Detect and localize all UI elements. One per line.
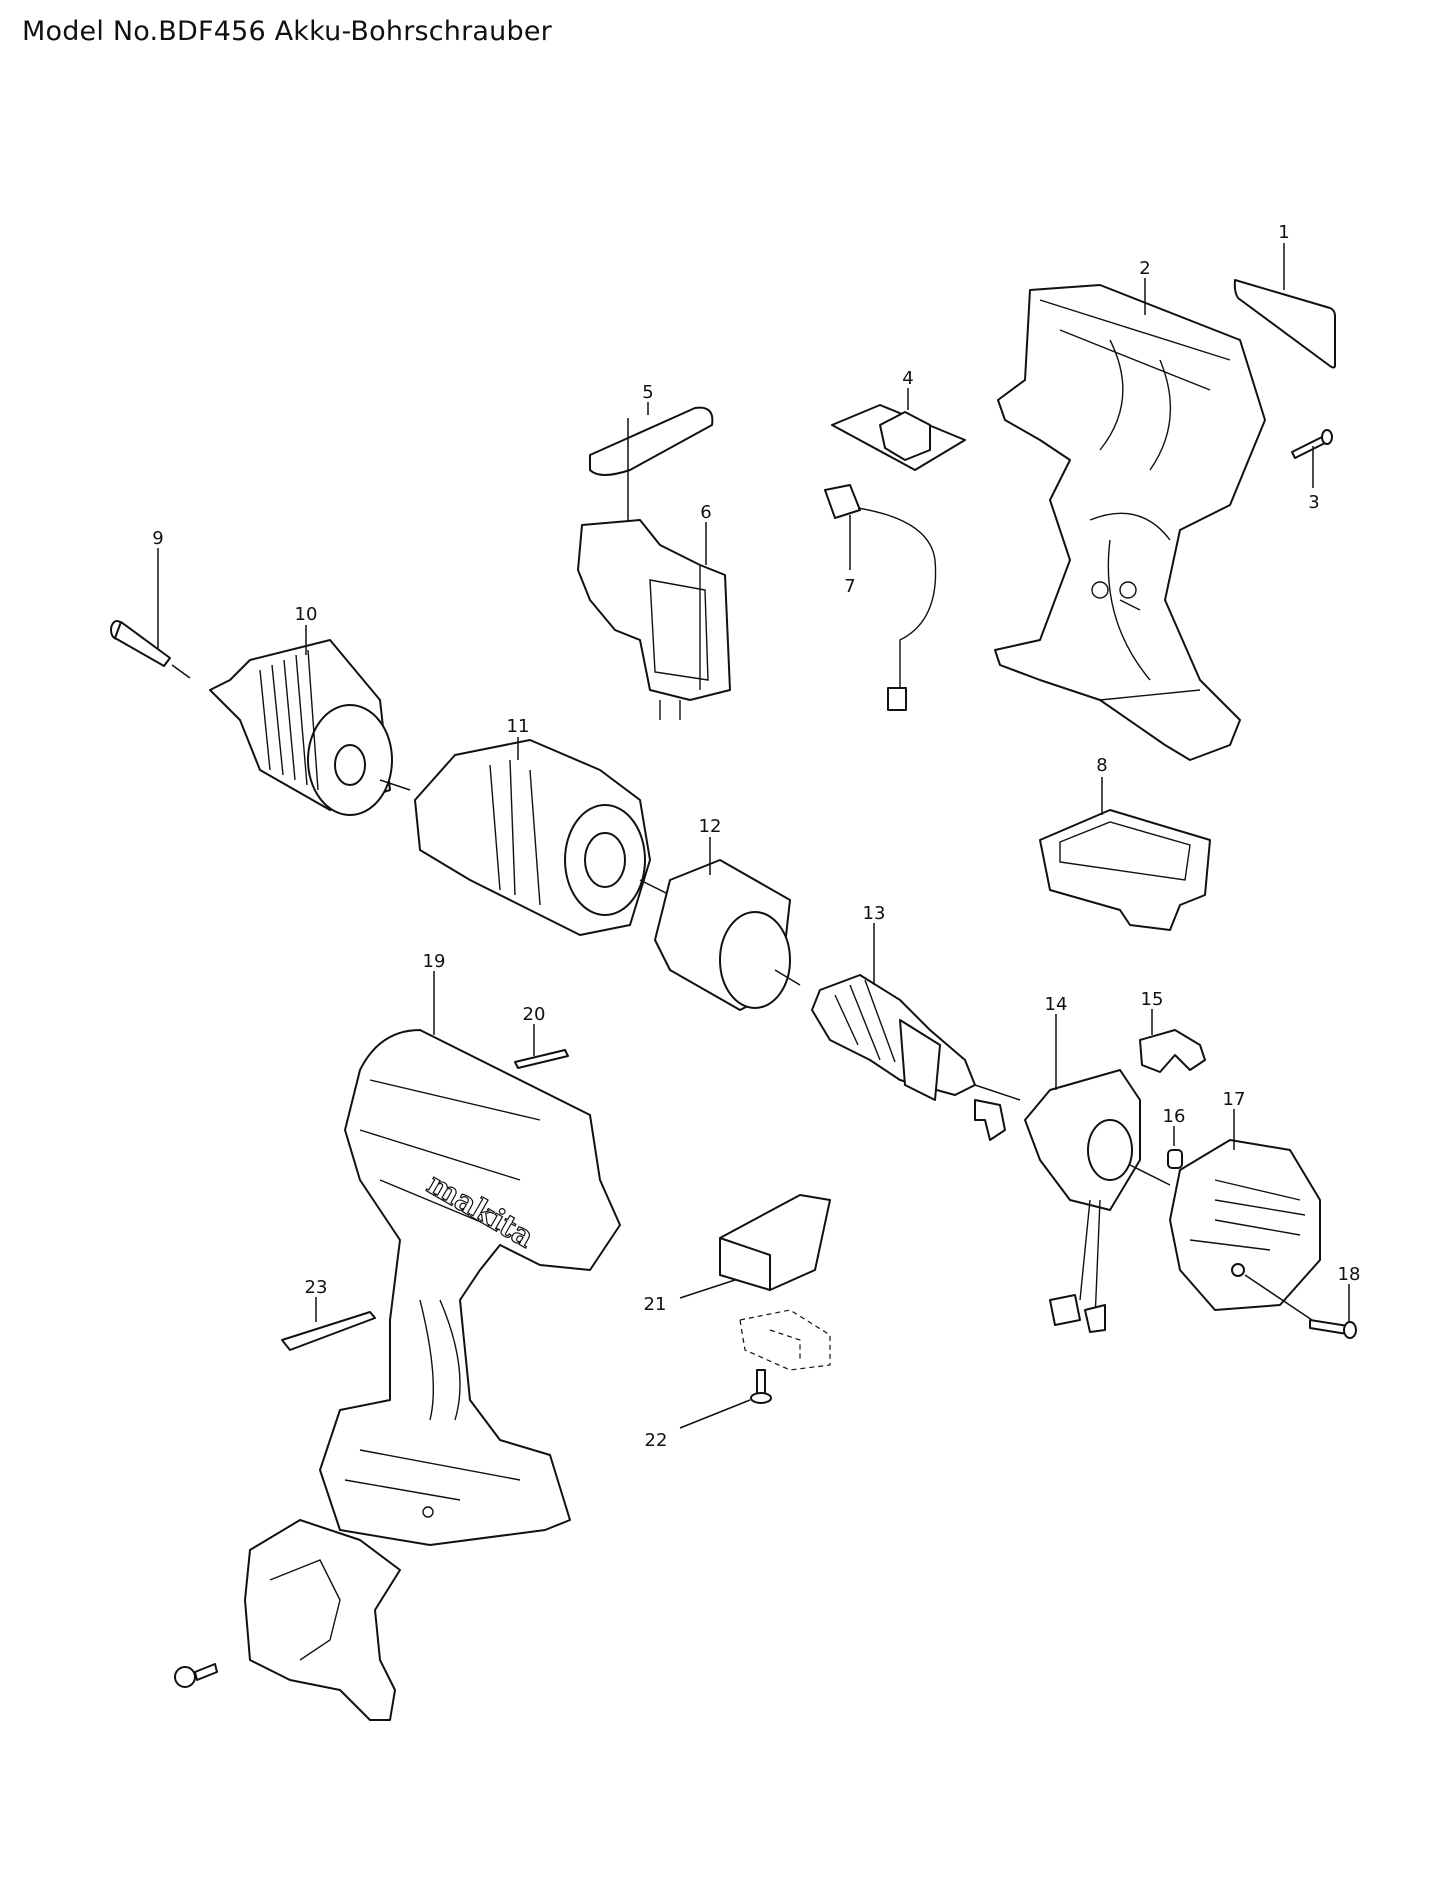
callout-4: 4 [902,368,913,389]
part-23-label[interactable] [281,1297,376,1351]
callout-19: 19 [423,951,446,972]
part-12-yoke[interactable] [654,837,801,1011]
callout-21: 21 [644,1294,667,1315]
part-19-housing[interactable]: makita [319,971,621,1546]
part-18-screw[interactable] [1244,1274,1357,1339]
callout-9: 9 [152,528,163,549]
part-6-switch[interactable] [577,519,731,720]
part-20-plate[interactable] [514,1024,569,1069]
callout-10: 10 [295,604,318,625]
page-title: Model No.BDF456 Akku-Bohrschrauber [22,16,552,47]
callout-22: 22 [645,1430,668,1451]
part-9-screw[interactable] [110,548,191,679]
part-2-housing-set[interactable] [994,278,1266,761]
part-4-switch-lever[interactable] [831,388,966,471]
callout-17: 17 [1223,1089,1246,1110]
part-21-bracket[interactable] [679,1194,831,1299]
callout-18: 18 [1338,1264,1361,1285]
part-13-armature[interactable] [811,923,1021,1101]
part-3-screw[interactable] [1291,429,1333,488]
callout-15: 15 [1141,989,1164,1010]
mounting-position-dashed [739,1309,831,1371]
callout-12: 12 [699,816,722,837]
part-16-carbon-brush[interactable] [1167,1126,1183,1169]
callout-20: 20 [523,1004,546,1025]
callout-13: 13 [863,903,886,924]
part-1-label-plate[interactable] [1233,243,1336,369]
callout-16: 16 [1163,1106,1186,1127]
part-14-brush-plate[interactable] [1024,1014,1171,1333]
part-15-clip[interactable] [1139,1009,1206,1073]
part-17-rear-cover[interactable] [1169,1109,1321,1311]
callout-2: 2 [1139,258,1150,279]
part-11-gear-assembly[interactable] [414,737,671,936]
callout-6: 6 [700,502,711,523]
part-5-switch-cap[interactable] [589,402,714,525]
part-7-lead-wire[interactable] [824,484,937,711]
part-8-holder[interactable] [1039,777,1211,931]
part-22-screw[interactable] [679,1369,772,1429]
part-10-drill-chuck[interactable] [209,625,411,816]
callout-5: 5 [642,382,653,403]
part-belt-clip[interactable] [174,1519,401,1721]
callout-7: 7 [844,576,855,597]
callout-3: 3 [1308,492,1319,513]
callout-8: 8 [1096,755,1107,776]
part-brush-holder[interactable] [974,1099,1006,1141]
callout-labels: 1 2 3 4 5 6 7 8 9 10 11 12 13 14 15 16 1… [152,222,1360,1451]
callout-23: 23 [305,1277,328,1298]
callout-1: 1 [1278,222,1289,243]
callout-14: 14 [1045,994,1068,1015]
callout-11: 11 [507,716,530,737]
